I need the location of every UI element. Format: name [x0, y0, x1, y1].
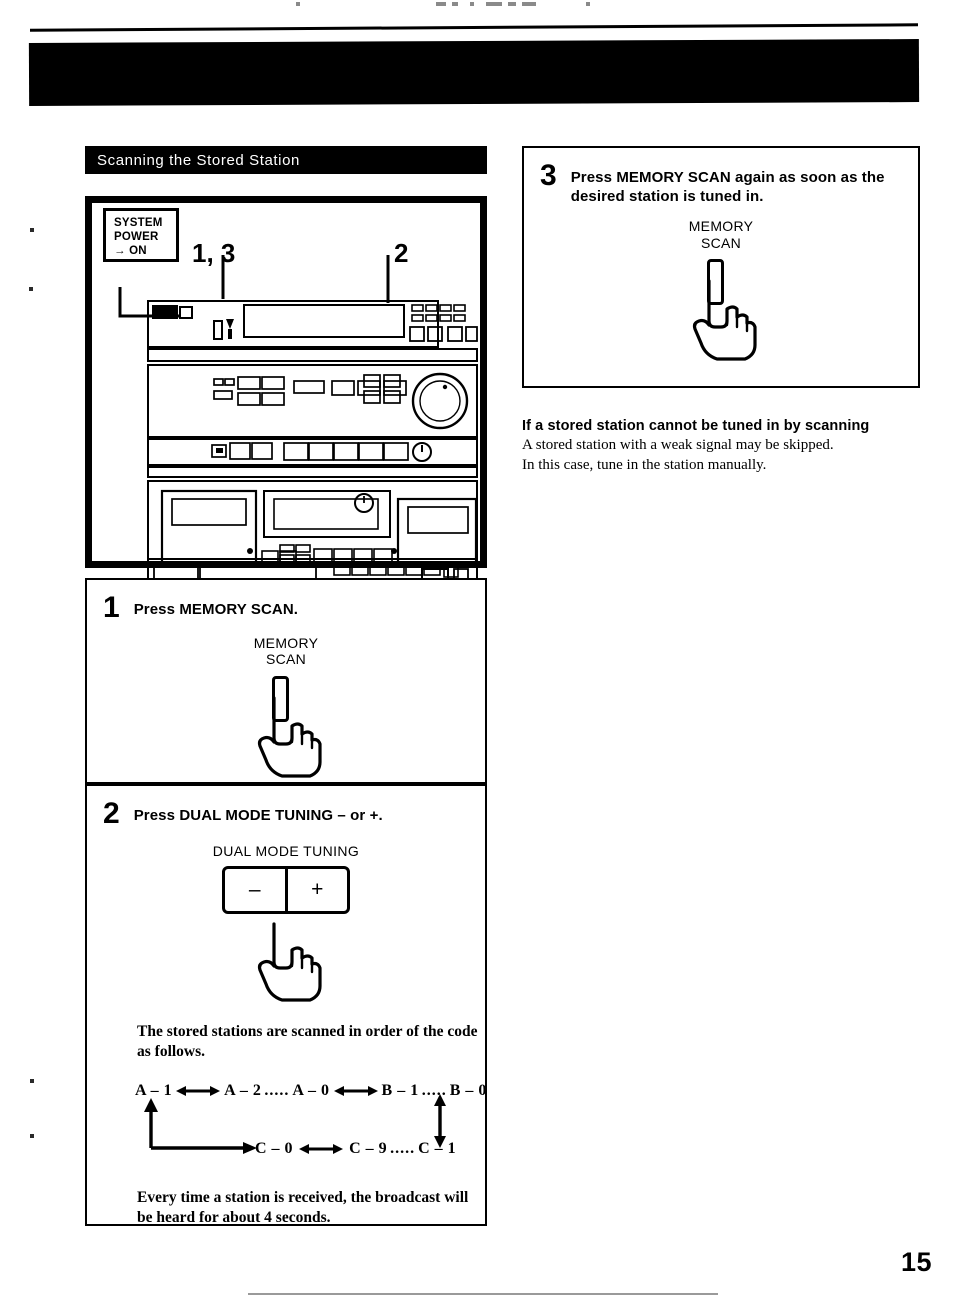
- code-token: B – 0: [449, 1081, 487, 1099]
- dual-mode-tuning-button[interactable]: – +: [222, 865, 350, 914]
- step-2-body-line-1: The stored stations are scanned in order…: [137, 1022, 478, 1040]
- code-diagram-bottom-row: C – 0 C – 9 ..... C – 1: [255, 1140, 456, 1158]
- code-dots: .....: [390, 1139, 416, 1157]
- code-dots: .....: [421, 1081, 447, 1099]
- scan-artifact-speck: [486, 2, 502, 6]
- code-token: C – 9: [349, 1139, 388, 1157]
- memory-scan-caption-line-1: MEMORY: [253, 634, 319, 651]
- page-top-black-band: [28, 39, 920, 106]
- memory-scan-button-caption: MEMORY SCAN: [689, 218, 754, 251]
- step-2-body-line-2: as follows.: [137, 1042, 206, 1060]
- double-arrow-icon: [299, 1143, 344, 1154]
- dual-mode-tuning-plus-button[interactable]: +: [311, 877, 324, 901]
- step-2-body-text: The stored stations are scanned in order…: [137, 1022, 485, 1062]
- scan-artifact-speck: [586, 2, 590, 6]
- step-3-box: 3 Press MEMORY SCAN again as soon as the…: [522, 146, 920, 388]
- memory-scan-button-caption: MEMORY SCAN: [254, 635, 319, 668]
- callout-label-1-3: 1, 3: [192, 238, 236, 268]
- code-token: A – 0: [292, 1081, 330, 1099]
- scan-artifact-speck: [30, 228, 34, 232]
- callout-label-2: 2: [394, 238, 409, 268]
- step-1-figure: MEMORY SCAN: [87, 635, 485, 782]
- memory-scan-caption-line-2: SCAN: [265, 651, 307, 668]
- section-title: Scanning the Stored Station: [85, 146, 487, 174]
- scan-artifact-speck: [30, 1134, 34, 1138]
- system-power-line-2: POWER: [114, 231, 159, 244]
- step-2-footer-text: Every time a station is received, the br…: [137, 1188, 485, 1228]
- pointing-hand-icon: [257, 921, 322, 1002]
- step-2-footer-line-2: be heard for about 4 seconds.: [137, 1208, 331, 1226]
- note-line-2: In this case, tune in the station manual…: [522, 456, 767, 473]
- note-line-1: A stored station with a weak signal may …: [522, 437, 834, 453]
- step-3-heading: 3 Press MEMORY SCAN again as soon as the…: [524, 148, 918, 206]
- step-3-title: Press MEMORY SCAN again as soon as the d…: [571, 162, 885, 206]
- code-token: A – 1: [135, 1081, 173, 1099]
- code-diagram-top-row: A – 1 A – 2 ..... A – 0 B – 1 ..... B – …: [135, 1082, 487, 1100]
- section-header-bar: Scanning the Stored Station: [85, 146, 487, 174]
- step-3-title-line-1: Press MEMORY SCAN again as soon as the: [570, 169, 885, 186]
- scan-artifact-speck: [452, 2, 458, 6]
- scan-artifact-speck: [296, 2, 300, 6]
- step-2-footer-line-1: Every time a station is received, the br…: [137, 1188, 469, 1206]
- system-power-line-3: → ON: [114, 245, 147, 258]
- code-token: B – 1: [381, 1081, 419, 1099]
- scan-artifact-speck: [470, 2, 474, 6]
- code-token: C – 1: [418, 1139, 457, 1157]
- scan-artifact-speck: [508, 2, 516, 6]
- memory-scan-caption-line-2: SCAN: [700, 234, 742, 251]
- scan-artifact-speck: [30, 1079, 34, 1083]
- code-token: C – 0: [255, 1139, 294, 1157]
- code-dots: .....: [264, 1081, 290, 1099]
- step-3-title-line-2: desired station is tuned in.: [570, 188, 764, 206]
- pointing-hand-icon: [692, 279, 757, 362]
- scan-artifact-speck: [29, 287, 33, 291]
- step-1-box: 1 Press MEMORY SCAN. MEMORY SCAN: [85, 578, 487, 784]
- note-title: If a stored station cannot be tuned in b…: [522, 418, 870, 434]
- dual-mode-tuning-minus-button[interactable]: –: [225, 868, 288, 911]
- step-3-figure: MEMORY SCAN: [524, 218, 918, 365]
- system-power-line-1: SYSTEM: [114, 217, 163, 229]
- code-order-diagram: A – 1 A – 2 ..... A – 0 B – 1 ..... B – …: [135, 1078, 487, 1166]
- scan-artifact-speck: [436, 2, 446, 6]
- stereo-system-illustration: [118, 255, 478, 561]
- troubleshooting-note: If a stored station cannot be tuned in b…: [522, 418, 926, 476]
- step-1-number: 1: [103, 591, 120, 624]
- step-2-number: 2: [103, 797, 120, 830]
- page-top-rule: [29, 23, 919, 32]
- step-2-title: Press DUAL MODE TUNING – or +.: [133, 807, 383, 824]
- step-2-box: 2 Press DUAL MODE TUNING – or +. DUAL MO…: [85, 784, 487, 1226]
- system-power-callout: SYSTEM POWER → ON: [103, 208, 179, 262]
- scan-artifact-speck: [522, 2, 536, 6]
- code-token: A – 2: [224, 1081, 262, 1099]
- step-2-figure: DUAL MODE TUNING – +: [87, 843, 485, 1006]
- step-3-number: 3: [540, 159, 557, 192]
- page-number: 15: [900, 1247, 932, 1277]
- step-1-title: Press MEMORY SCAN.: [133, 601, 299, 618]
- memory-scan-caption-line-1: MEMORY: [688, 218, 754, 235]
- pointing-hand-icon: [257, 695, 322, 778]
- step-2-heading: 2 Press DUAL MODE TUNING – or +.: [87, 786, 485, 829]
- step-1-heading: 1 Press MEMORY SCAN.: [87, 580, 485, 623]
- double-arrow-icon: [176, 1085, 221, 1096]
- page-bottom-rule: [248, 1293, 718, 1295]
- dual-mode-tuning-caption: DUAL MODE TUNING: [212, 842, 360, 859]
- double-arrow-icon: [333, 1085, 378, 1096]
